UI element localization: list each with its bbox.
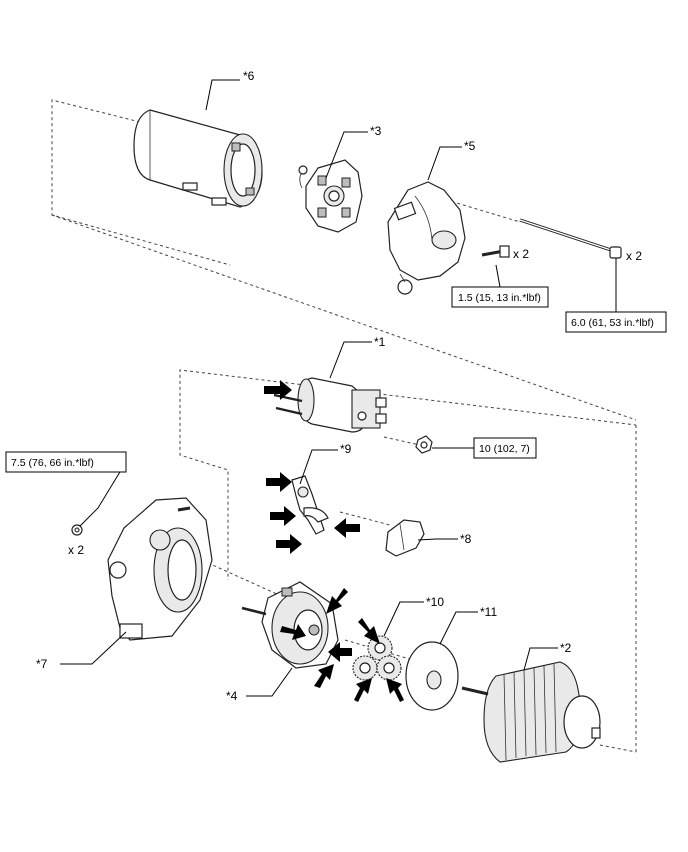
terminal-nut	[415, 435, 433, 454]
arrow-icon	[270, 506, 296, 526]
part-4-clutch	[241, 581, 339, 669]
part-11-plate	[405, 641, 459, 711]
part-5-end-frame	[387, 181, 466, 295]
svg-text:6.0 (61, 53 in.*lbf): 6.0 (61, 53 in.*lbf)	[571, 317, 654, 329]
screw-quantity: x 2	[513, 247, 529, 261]
part-9-drive-lever	[291, 475, 329, 535]
nut-quantity: x 2	[68, 543, 84, 557]
bolt-quantity: x 2	[626, 249, 642, 263]
through-bolt	[519, 218, 622, 259]
arrow-icon	[386, 678, 404, 702]
arrow-icon	[328, 642, 352, 662]
arrow-icon	[358, 618, 380, 644]
callout-9: *9	[340, 442, 352, 456]
callout-11: *11	[480, 605, 497, 619]
callout-4: *4	[226, 689, 238, 703]
callout-3: *3	[370, 124, 382, 138]
mount-nut	[71, 524, 83, 536]
arrow-icon	[314, 664, 334, 688]
torque-box-screw: 1.5 (15, 13 in.*lbf)	[451, 286, 549, 308]
arrow-icon	[326, 588, 348, 614]
callout-2: *2	[560, 641, 572, 655]
arrow-icon	[276, 534, 302, 554]
part-8-lever-holder	[385, 519, 425, 557]
screw	[481, 245, 510, 258]
arrow-icon	[264, 380, 292, 400]
callout-7: *7	[36, 657, 48, 671]
callout-1: *1	[374, 335, 386, 349]
callout-8: *8	[460, 532, 472, 546]
part-2-armature	[461, 661, 601, 763]
torque-box-terminal-nut: 10 (102, 7)	[473, 437, 537, 459]
arrow-icon	[334, 518, 360, 538]
arrow-icon	[354, 678, 372, 702]
torque-box-bolt: 6.0 (61, 53 in.*lbf)	[565, 311, 667, 333]
svg-text:7.5 (76, 66 in.*lbf): 7.5 (76, 66 in.*lbf)	[11, 457, 94, 469]
svg-text:10 (102, 7): 10 (102, 7)	[479, 443, 530, 455]
part-6-yoke	[133, 109, 263, 208]
assembly-arrows	[264, 380, 404, 702]
part-10-planetary-gears	[352, 635, 402, 681]
callout-6: *6	[243, 69, 255, 83]
callout-5: *5	[464, 139, 476, 153]
arrow-icon	[266, 472, 292, 492]
torque-box-mount-nut: 7.5 (76, 66 in.*lbf)	[5, 451, 127, 473]
part-1-magnet-switch	[273, 377, 387, 433]
part-7-drive-housing	[107, 497, 213, 641]
part-3-brush-holder	[298, 159, 363, 233]
svg-text:1.5 (15, 13 in.*lbf): 1.5 (15, 13 in.*lbf)	[458, 292, 541, 304]
leader-lines	[60, 79, 617, 697]
arrow-icon	[280, 624, 306, 640]
callout-10: *10	[426, 595, 444, 609]
